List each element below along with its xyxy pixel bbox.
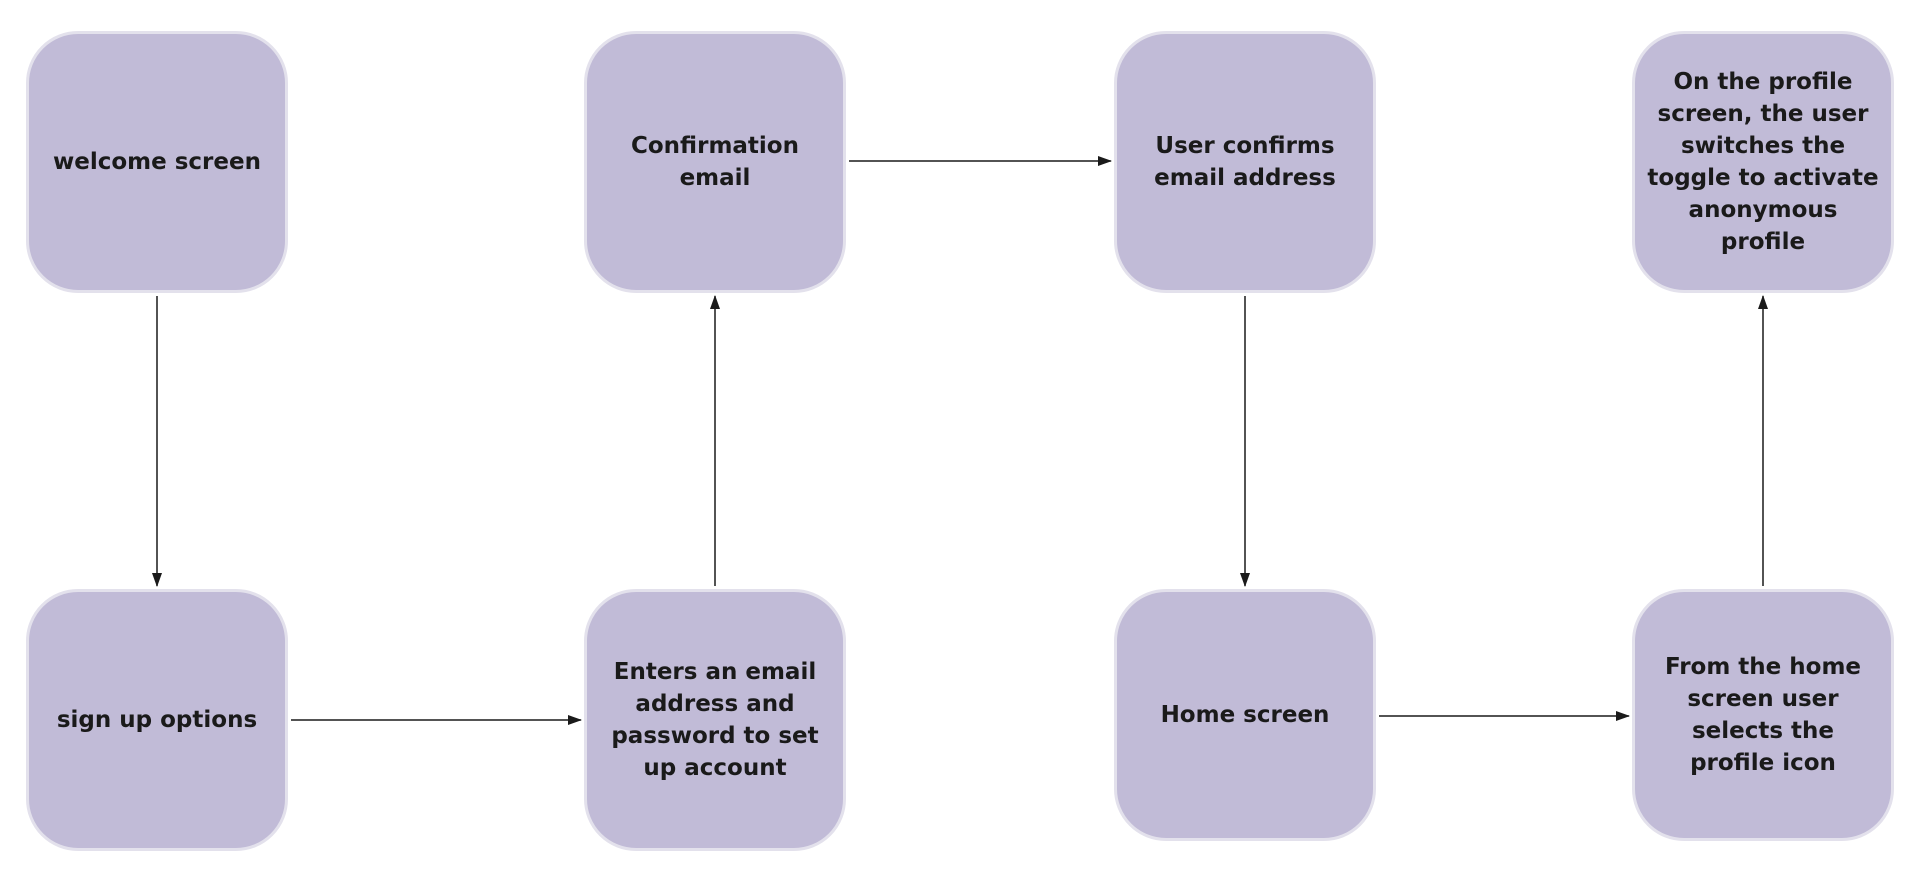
node-user-confirms-email: User confirms email address: [1114, 31, 1376, 293]
node-label: sign up options: [56, 707, 258, 733]
node-activate-anonymous-profile: On the profile screen, the user switches…: [1632, 31, 1894, 293]
node-enter-credentials: Enters an email address and password to …: [584, 589, 846, 851]
node-label: Home screen: [1160, 702, 1330, 728]
node-label: On the profile screen, the user switches…: [1647, 69, 1879, 255]
node-label: Confirmation email: [631, 133, 799, 191]
node-confirmation-email: Confirmation email: [584, 31, 846, 293]
node-sign-up-options: sign up options: [26, 589, 288, 851]
node-label: User confirms email address: [1154, 133, 1336, 191]
node-home-screen: Home screen: [1114, 589, 1376, 841]
node-label: From the home screen user selects the pr…: [1664, 654, 1862, 776]
node-select-profile-icon: From the home screen user selects the pr…: [1632, 589, 1894, 841]
node-label: Enters an email address and password to …: [611, 659, 819, 781]
node-label: welcome screen: [53, 149, 261, 175]
node-welcome-screen: welcome screen: [26, 31, 288, 293]
